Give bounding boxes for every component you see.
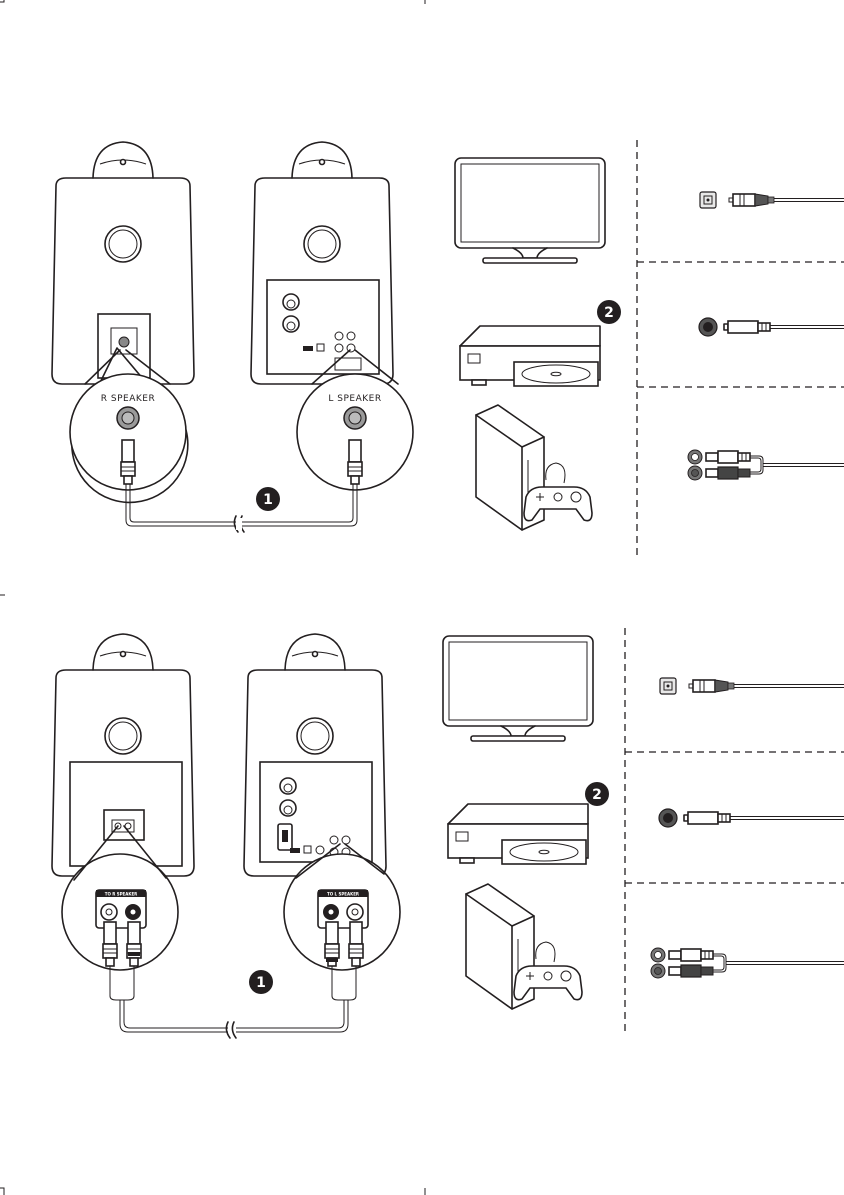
r-speaker-label: R SPEAKER [101,394,155,404]
svg-text:2: 2 [604,305,614,321]
step-badge-1: 1 [256,487,280,511]
stereo-rca-cable-icon [651,948,844,978]
left-speaker-back [251,142,393,384]
step-badge-2: 2 [585,782,609,806]
crop-mark-top-left [0,0,4,2]
left-speaker-jack-detail: TO L SPEAKER [284,844,400,970]
stereo-rca-cable-icon [688,450,844,480]
optical-cable-icon [660,678,844,694]
crop-mark-bottom-left [0,1188,4,1195]
step-badge-2: 2 [597,300,621,324]
svg-text:1: 1 [263,492,273,508]
coaxial-cable-icon [659,809,844,827]
coaxial-cable-icon [699,318,844,336]
disc-player-icon [460,326,600,386]
crop-marks [0,0,425,1195]
game-console-icon [466,884,582,1009]
left-speaker-back [244,634,386,876]
l-speaker-label: L SPEAKER [328,394,381,404]
svg-text:1: 1 [256,975,266,991]
tv-icon [443,636,593,741]
to-l-speaker-label: TO L SPEAKER [327,892,359,897]
right-speaker-back [52,142,194,384]
panel-top: R SPEAKER L SPEAKER 1 [52,140,844,556]
tv-icon [455,158,605,263]
disc-player-icon [448,804,588,864]
step-badge-1: 1 [249,970,273,994]
panel-bottom: TO R SPEAKER TO L SPEAKER [52,628,844,1038]
svg-text:2: 2 [592,787,602,803]
optical-cable-icon [700,192,844,208]
right-speaker-back [52,634,194,876]
to-r-speaker-label: TO R SPEAKER [105,892,138,897]
game-console-icon [476,405,592,530]
